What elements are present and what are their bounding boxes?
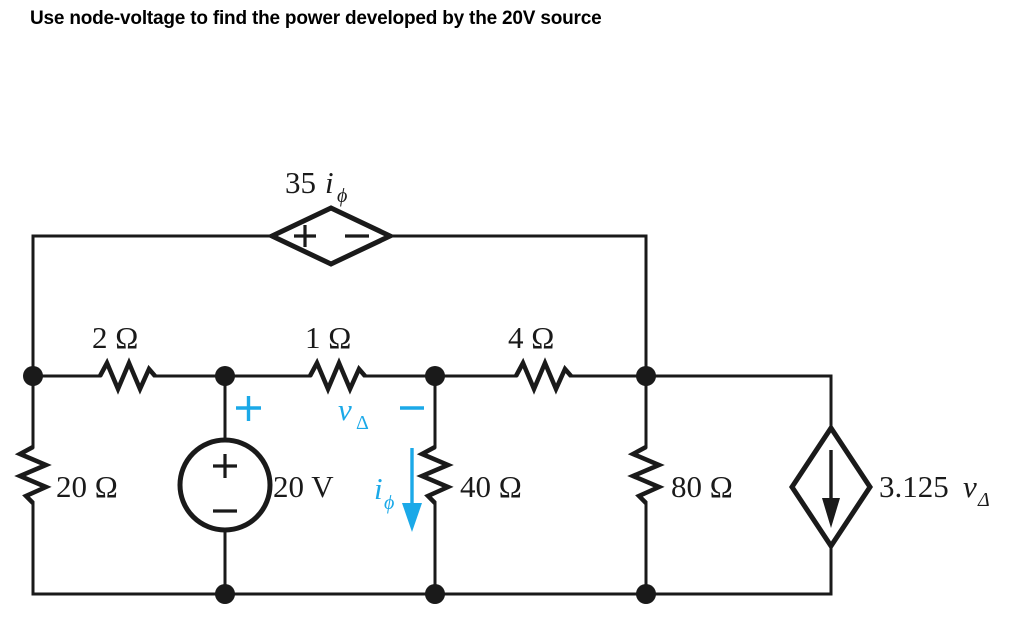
dependent-current-source-diamond[interactable]: 3.125 v Δ <box>789 374 990 596</box>
v-delta-subscript: Δ <box>356 412 369 434</box>
i-phi-variable: i <box>374 471 383 506</box>
page-title: Use node-voltage to find the power devel… <box>30 8 602 29</box>
dependent-voltage-source-diamond[interactable] <box>266 205 396 267</box>
v-delta-plus-sign <box>236 396 261 421</box>
voltage-source-label: 20 V <box>273 469 334 504</box>
resistor-20ohm-label: 20 Ω <box>56 469 118 504</box>
resistor-zigzag <box>627 445 665 505</box>
node-dot <box>215 584 235 604</box>
current-arrow-down-icon <box>822 450 840 528</box>
node-dot <box>23 366 43 386</box>
dep-isource-coefficient: 3.125 <box>879 469 949 504</box>
resistor-zigzag <box>514 357 573 395</box>
resistor-zigzag <box>14 445 52 505</box>
resistor-1ohm[interactable]: 1 Ω <box>305 320 367 395</box>
dep-isource-variable: v <box>963 469 977 504</box>
node-dot <box>215 366 235 386</box>
resistor-4ohm-label: 4 Ω <box>508 320 554 355</box>
arrowhead <box>402 503 422 532</box>
i-phi-subscript: ϕ <box>384 492 394 514</box>
node-dots <box>23 366 656 604</box>
i-phi-label: i ϕ <box>374 471 394 514</box>
plus-sign-icon <box>294 225 316 247</box>
resistor-40ohm-label: 40 Ω <box>460 469 522 504</box>
resistor-80ohm-label: 80 Ω <box>671 469 733 504</box>
resistor-zigzag <box>308 357 367 395</box>
resistor-40ohm[interactable]: 40 Ω <box>416 374 522 596</box>
voltage-source-circle <box>177 437 273 533</box>
diamond-outline-horizontal <box>266 205 396 267</box>
dep-vsource-variable: i <box>325 165 334 200</box>
v-delta-label: v Δ <box>338 392 369 434</box>
resistor-zigzag <box>98 357 157 395</box>
resistor-1ohm-label: 1 Ω <box>305 320 351 355</box>
dep-isource-subscript: Δ <box>977 489 990 511</box>
resistor-zigzag <box>416 445 454 505</box>
dep-vsource-coefficient: 35 <box>285 165 316 200</box>
resistor-2ohm-label: 2 Ω <box>92 320 138 355</box>
dep-voltage-source-label: 35 i ϕ <box>285 165 347 207</box>
v-delta-variable: v <box>338 392 352 427</box>
i-phi-arrow-down-icon <box>402 448 422 532</box>
resistor-2ohm[interactable]: 2 Ω <box>92 320 157 395</box>
resistor-4ohm[interactable]: 4 Ω <box>508 320 573 395</box>
voltage-source-20v[interactable]: 20 V <box>177 374 334 596</box>
plus-sign-icon <box>213 454 237 478</box>
top-branch-wires <box>31 234 648 378</box>
node-dot <box>636 366 656 386</box>
arrowhead <box>822 498 840 528</box>
node-dot <box>636 584 656 604</box>
node-dot <box>425 584 445 604</box>
dep-vsource-subscript: ϕ <box>337 185 347 207</box>
resistor-20ohm[interactable]: 20 Ω <box>14 374 118 596</box>
node-dot <box>425 366 445 386</box>
resistor-80ohm[interactable]: 80 Ω <box>627 374 733 596</box>
